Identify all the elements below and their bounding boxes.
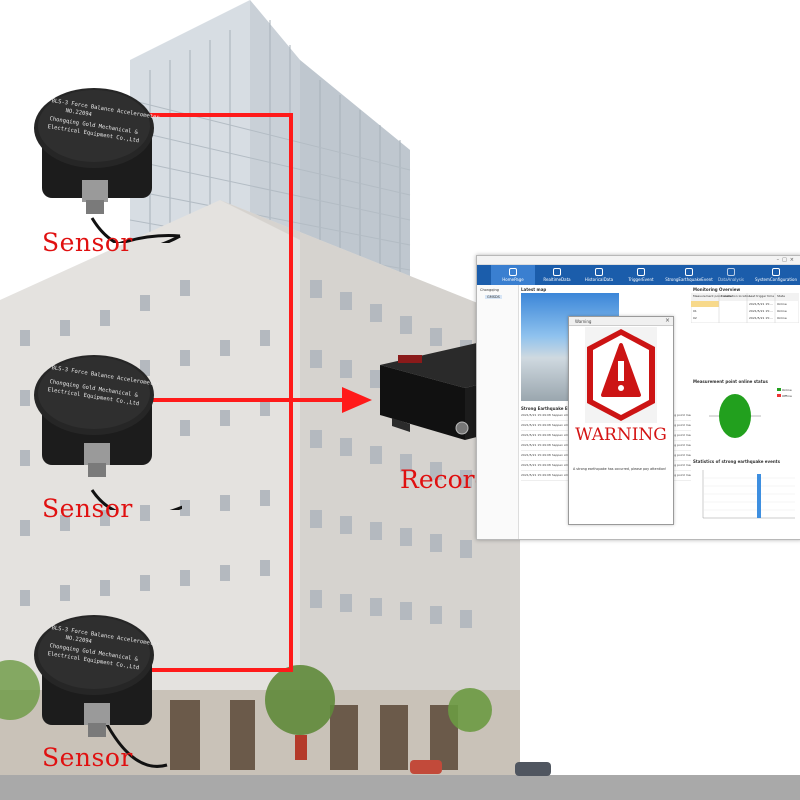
online-status-pie: Online Offline [709,388,792,438]
warning-popup: Warning × WARNING A strong earthquake ha… [568,316,674,525]
nav-item-system-configuration[interactable]: SystemConfiguration [751,265,800,285]
nav-item-strong-earthquake-event[interactable]: StrongEarthquakeEvent [663,265,715,285]
monitoring-overview-title: Monitoring Overview [693,287,741,292]
sensor-label-bottom: Sensor [42,743,133,772]
row-2-name: 02 [693,316,697,320]
latest-map-title: Latest map [521,287,547,292]
strong-stats-title: Statistics of strong earthquake events [693,459,780,464]
legend-offline: Offline [782,394,792,398]
sensor-label-top: Sensor [42,228,133,257]
sensor-device-top: BLS-3 Force Balance Accelerometer NO.220… [22,68,181,252]
accelerometer-icon [34,355,193,518]
overview-table: Measurement point name Installation loca… [691,293,799,323]
online-status-title: Measurement point online status [693,379,768,384]
row-2-time: 2021/5/21 15:... [749,316,773,320]
nav-item-trigger-event[interactable]: TriggerEvent [619,265,663,285]
header-location: Installation location [721,294,751,298]
window-titlebar: –□× [477,256,800,265]
popup-titlebar: Warning × [569,317,673,326]
analysis-icon [727,268,735,276]
arrow-head [342,387,372,413]
row-1-name: 01 [693,309,697,313]
sensor-label-middle: Sensor [42,494,133,523]
legend-online: Online [782,388,792,392]
warning-icon [585,327,657,423]
strong-events-title: Strong Earthquake Event [521,406,578,411]
window-controls[interactable]: –□× [776,257,797,263]
accelerometer-icon [34,88,181,252]
building-icon [685,268,693,276]
tree-child[interactable]: GMSDS [485,295,502,299]
row-2-state: Online [777,316,787,320]
home-icon [509,268,517,276]
nav-item-data-analysis[interactable]: DataAnalysis [709,265,753,285]
strong-events-bar-chart [702,470,795,519]
accelerometer-icon [34,615,168,768]
row-0-state: Online [777,302,787,306]
nav-bar: HomePage RealtimeData HistoricalData Tri… [477,265,800,285]
header-point-name: Measurement point name [693,294,732,298]
nav-item-historical-data[interactable]: HistoricalData [577,265,621,285]
device-tree: Chongqing GMSDS [477,285,519,539]
tree-root[interactable]: Chongqing [480,288,499,292]
gear-icon [772,268,780,276]
row-0-time: 2021/5/21 15:... [749,302,773,306]
nav-item-realtime-data[interactable]: RealtimeData [535,265,579,285]
chart-icon [553,268,561,276]
trigger-icon [637,268,645,276]
sensor-device-bottom: BLS-3 Force Balance Accelerometer NO.220… [22,595,172,768]
legend-offline-swatch [777,394,781,397]
row-1-state: Online [777,309,787,313]
row-1-time: 2021/5/21 15:... [749,309,773,313]
warning-heading: WARNING [575,425,667,445]
close-icon[interactable]: × [664,317,670,324]
pie-slice-online [719,394,751,438]
nav-item-homepage[interactable]: HomePage [491,265,535,285]
warning-message: A strong earthquake has occurred, please… [573,467,667,471]
header-state: State [777,294,785,298]
history-icon [595,268,603,276]
legend-online-swatch [777,388,781,391]
bar-strong-event [757,474,761,518]
sensor-device-middle: BLS-3 Force Balance Accelerometer Chongq… [22,335,193,518]
header-trigger-time: Last trigger time [749,294,774,298]
popup-title: Warning [575,319,592,324]
